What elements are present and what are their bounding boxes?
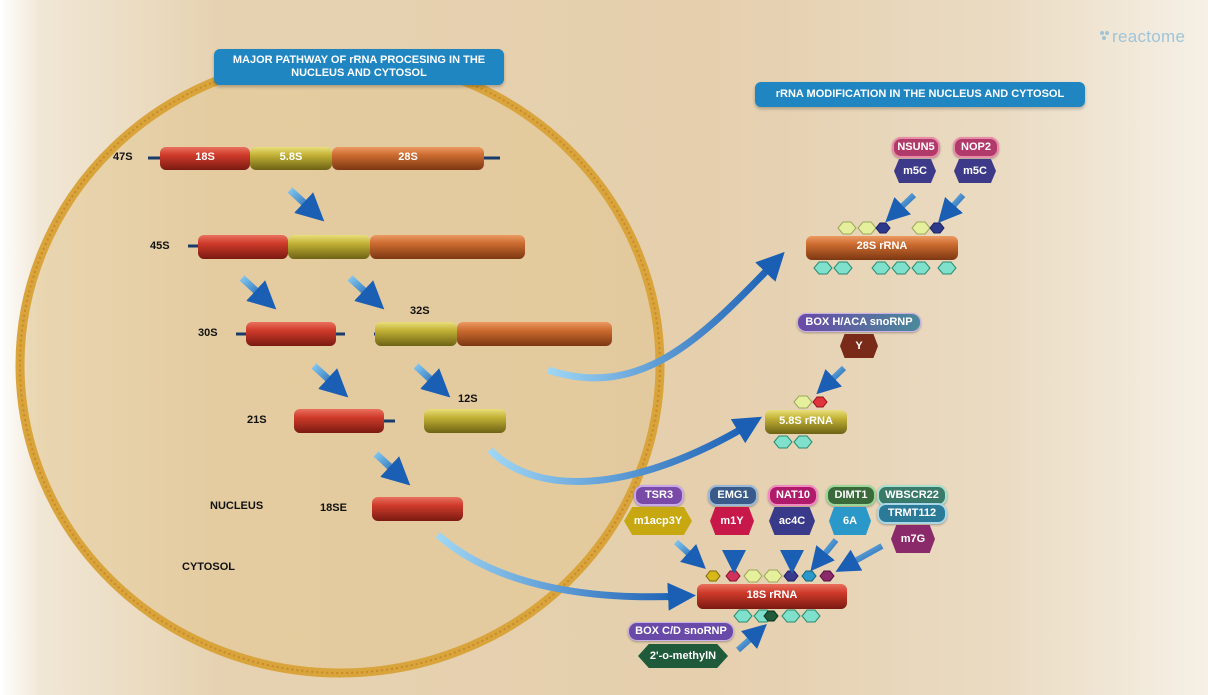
- mod-nop2-m5c: m5C: [954, 159, 996, 183]
- title-modification: rRNA MODIFICATION IN THE NUCLEUS AND CYT…: [755, 82, 1085, 107]
- enzyme-box-haca-snornp: BOX H/ACA snoRNP: [797, 313, 921, 332]
- processing-arrows: [239, 187, 451, 486]
- precursor-18se: [372, 497, 463, 521]
- label-18s-rrna: 18S rRNA: [746, 589, 798, 601]
- label-nucleus: NUCLEUS: [210, 500, 264, 512]
- mod-2-o-methyln: 2'-o-methylN: [638, 644, 728, 668]
- mod-m1y: m1Y: [710, 507, 754, 535]
- mod-m7g: m7G: [891, 525, 935, 553]
- precursor-45s: [188, 235, 525, 259]
- mod-nsun5-m5c: m5C: [894, 159, 936, 183]
- label-21s: 21S: [247, 414, 267, 426]
- enzyme-wbscr22: WBSCR22: [877, 485, 947, 506]
- label-58s-rrna: 5.8S rRNA: [779, 415, 833, 427]
- enzyme-tsr3: TSR3: [634, 485, 684, 506]
- enzyme-nop2: NOP2: [953, 137, 999, 158]
- rrna-28s: [806, 236, 958, 260]
- enzyme-nat10: NAT10: [768, 485, 818, 506]
- enzyme-nsun5: NSUN5: [892, 137, 940, 158]
- label-32s: 32S: [410, 305, 430, 317]
- label-47s: 47S: [113, 151, 133, 163]
- reactome-logo-icon: [1100, 31, 1109, 40]
- label-cytosol: CYTOSOL: [182, 561, 235, 573]
- precursor-47s: [148, 147, 500, 170]
- enzyme-arrows: [673, 192, 966, 653]
- mod-m1acp3y: m1acp3Y: [624, 507, 692, 535]
- label-18se: 18SE: [320, 502, 347, 514]
- enzyme-emg1: EMG1: [708, 485, 758, 506]
- reactome-logo[interactable]: reactome: [1112, 27, 1186, 46]
- enzyme-dimt1: DIMT1: [826, 485, 876, 506]
- precursor-30s: [236, 322, 345, 346]
- label-30s: 30S: [198, 327, 218, 339]
- export-arrows: [435, 251, 785, 611]
- modification-markers: [705, 221, 957, 623]
- mod-ac4c: ac4C: [769, 507, 815, 535]
- label-12s: 12S: [458, 393, 478, 405]
- segment-58s: 5.8S: [279, 151, 303, 163]
- segment-18s: 18S: [195, 151, 215, 163]
- precursor-21s: [294, 409, 395, 433]
- precursor-12s: [424, 409, 506, 433]
- segment-28s: 28S: [398, 151, 418, 163]
- enzyme-trmt112: TRMT112: [877, 503, 947, 524]
- enzyme-box-cd-snornp: BOX C/D snoRNP: [628, 622, 734, 641]
- mod-pseudouridine: Y: [840, 334, 878, 358]
- precursor-32s: [374, 322, 612, 346]
- rrna-58s: [765, 410, 847, 434]
- title-major-pathway: MAJOR PATHWAY OF rRNA PROCESING IN THE N…: [214, 49, 504, 85]
- label-28s-rrna: 28S rRNA: [856, 240, 908, 252]
- label-45s: 45S: [150, 240, 170, 252]
- rrna-18s: [697, 584, 847, 609]
- mod-6a: 6A: [829, 507, 871, 535]
